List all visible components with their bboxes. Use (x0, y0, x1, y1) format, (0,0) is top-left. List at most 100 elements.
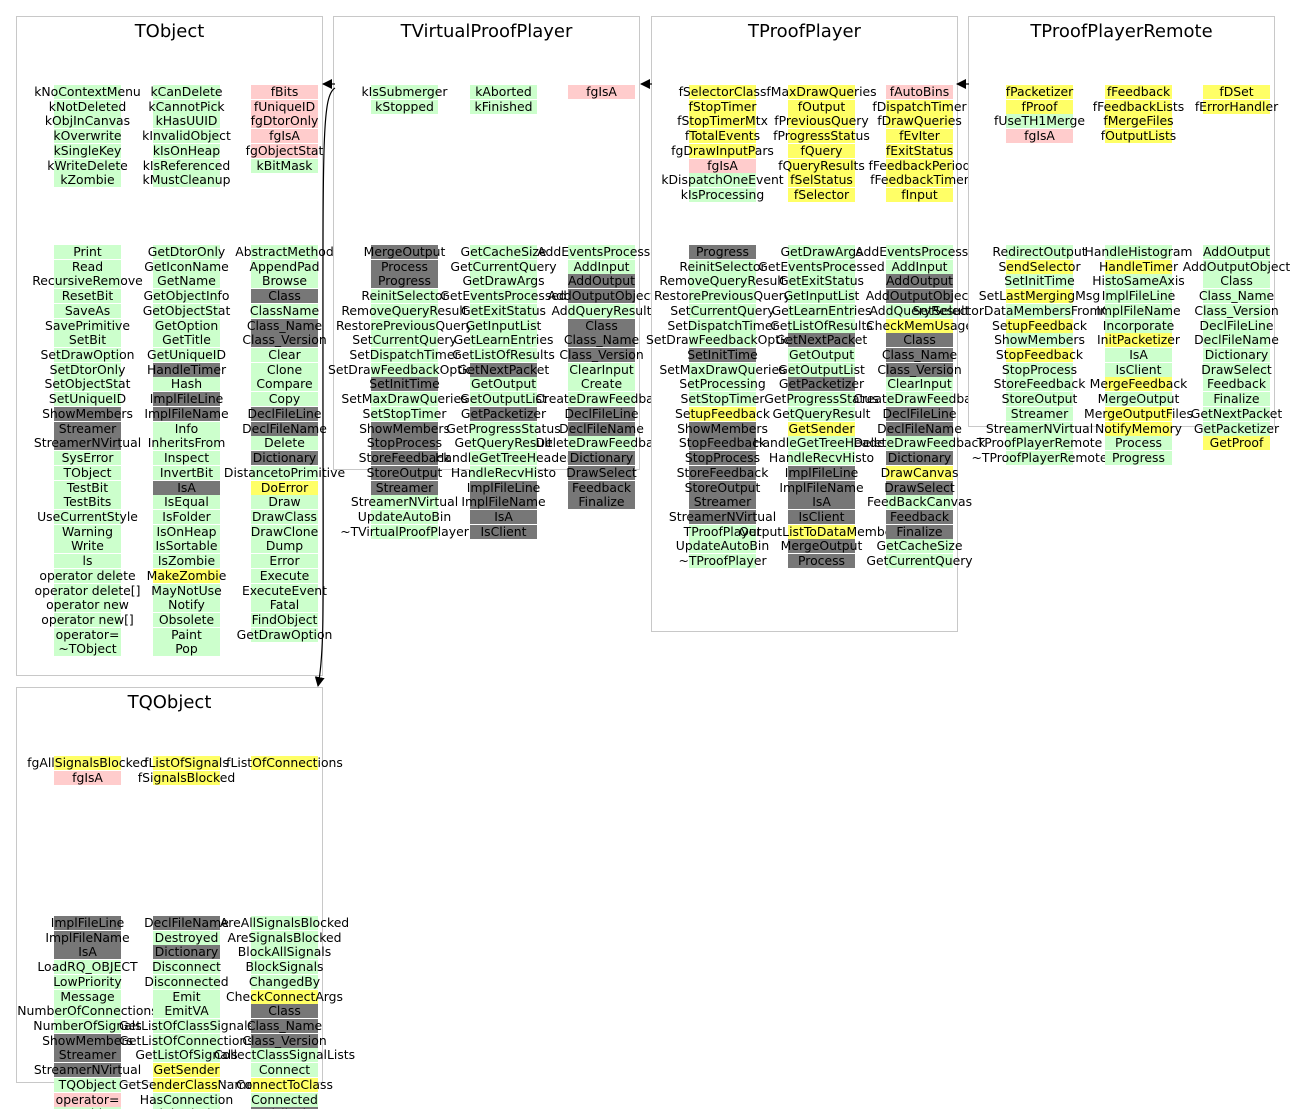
member-getcurrentquery[interactable]: GetCurrentQuery (866, 554, 973, 569)
member-getlearnentries[interactable]: GetLearnEntries (772, 303, 871, 318)
member-notify[interactable]: Notify (153, 598, 220, 613)
member-updateautobin[interactable]: UpdateAutoBin (676, 539, 769, 554)
member-implfileline[interactable]: ImplFileLine (150, 392, 223, 407)
member-getoutputlist[interactable]: GetOutputList (778, 362, 865, 377)
member-tproofplayerremote[interactable]: ~TProofPlayerRemote (972, 451, 1107, 466)
member-setbit[interactable]: SetBit (54, 333, 121, 348)
member-flistofconnections[interactable]: fListOfConnections (226, 756, 343, 770)
member-getdtoronly[interactable]: GetDtorOnly (148, 245, 225, 259)
member-updateautobin[interactable]: UpdateAutoBin (358, 509, 451, 524)
member-handlegettreeheader[interactable]: HandleGetTreeHeader (753, 436, 890, 451)
member-fgisa[interactable]: fgIsA (54, 770, 121, 785)
member-declfileline[interactable]: DeclFileLine (1200, 318, 1273, 333)
member-ffeedbacklists[interactable]: fFeedbackLists (1093, 99, 1184, 114)
member-mergeoutputfiles[interactable]: MergeOutputFiles (1084, 406, 1193, 421)
member-operator[interactable]: operator= (54, 627, 121, 642)
member-isonheap[interactable]: IsOnHeap (153, 524, 220, 539)
member-implfileline[interactable]: ImplFileLine (1102, 289, 1175, 304)
member-getproof[interactable]: GetProof (1203, 436, 1270, 451)
member-deletedrawfeedback[interactable]: DeleteDrawFeedback (535, 436, 668, 451)
member-finalize[interactable]: Finalize (886, 524, 953, 539)
member-streamer[interactable]: Streamer (371, 480, 438, 495)
member-setdtoronly[interactable]: SetDtorOnly (50, 362, 125, 377)
member-setstoptimer[interactable]: SetStopTimer (363, 406, 446, 421)
member-tqobject[interactable]: TQObject (54, 1077, 121, 1092)
member-streamernvirtual[interactable]: StreamerNVirtual (34, 1063, 141, 1078)
member-iszombie[interactable]: IsZombie (153, 554, 220, 569)
member-geteventsprocessed[interactable]: GetEventsProcessed (758, 259, 885, 274)
member-fgallsignalsblocked[interactable]: fgAllSignalsBlocked (27, 756, 148, 770)
member-streamer[interactable]: Streamer (54, 1048, 121, 1063)
member-geticonname[interactable]: GetIconName (144, 259, 229, 274)
member-setdrawfeedbackoption[interactable]: SetDrawFeedbackOption (646, 333, 799, 348)
member-mergeoutput[interactable]: MergeOutput (364, 245, 445, 259)
member-tproofplayer[interactable]: TProofPlayer (684, 524, 761, 539)
member-sendselector[interactable]: SendSelector (998, 259, 1081, 274)
member-blockallsignals[interactable]: BlockAllSignals (238, 945, 331, 960)
member-drawselect[interactable]: DrawSelect (1201, 362, 1272, 377)
member-mergeoutput[interactable]: MergeOutput (781, 539, 862, 554)
member-setselectordatamembersfromoutputlist[interactable]: SetSelectorDataMembersFromOutputList (913, 303, 1166, 318)
member-fselectorclass[interactable]: fSelectorClass (679, 85, 766, 99)
member-implfileline[interactable]: ImplFileLine (785, 465, 858, 480)
member-recursiveremove[interactable]: RecursiveRemove (32, 274, 143, 289)
member-isa[interactable]: IsA (788, 495, 855, 510)
member-reinitselector[interactable]: ReinitSelector (679, 259, 766, 274)
member-drawselect[interactable]: DrawSelect (566, 465, 637, 480)
member-finalize[interactable]: Finalize (1203, 392, 1270, 407)
member-storefeedback[interactable]: StoreFeedback (677, 465, 768, 480)
member-getcurrentquery[interactable]: GetCurrentQuery (450, 259, 557, 274)
member-streamer[interactable]: Streamer (54, 421, 121, 436)
member-getsender[interactable]: GetSender (788, 421, 855, 436)
member-classname[interactable]: ClassName (250, 303, 319, 318)
member-fdispatchtimer[interactable]: fDispatchTimer (872, 99, 967, 114)
member-implfilename[interactable]: ImplFileName (144, 406, 229, 421)
member-write[interactable]: Write (54, 539, 121, 554)
member-storeoutput[interactable]: StoreOutput (1002, 392, 1077, 407)
member-process[interactable]: Process (788, 554, 855, 569)
member-inheritsfrom[interactable]: InheritsFrom (148, 436, 225, 451)
member-finput[interactable]: fInput (886, 188, 953, 203)
member-setdispatchtimer[interactable]: SetDispatchTimer (667, 318, 778, 333)
member-streamernvirtual[interactable]: StreamerNVirtual (669, 509, 776, 524)
member-handlehistogram[interactable]: HandleHistogram (1085, 245, 1192, 259)
member-addeventsprocessed[interactable]: AddEventsProcessed (537, 245, 666, 259)
member-addoutputobject[interactable]: AddOutputObject (1183, 259, 1290, 274)
member-issortable[interactable]: IsSortable (153, 539, 220, 554)
member-class[interactable]: Class (251, 1004, 318, 1019)
member-class[interactable]: Class (251, 289, 318, 304)
member-browse[interactable]: Browse (251, 274, 318, 289)
member-fpreviousquery[interactable]: fPreviousQuery (774, 114, 869, 129)
member-dictionary[interactable]: Dictionary (886, 451, 953, 466)
member-addoutput[interactable]: AddOutput (568, 274, 635, 289)
member-fuseth1merge[interactable]: fUseTH1Merge (994, 114, 1085, 129)
member-setupfeedback[interactable]: SetupFeedback (675, 406, 770, 421)
member-getprogressstatus[interactable]: GetProgressStatus (764, 392, 879, 407)
member-knotdeleted[interactable]: kNotDeleted (49, 99, 126, 114)
member-fstoptimermtx[interactable]: fStopTimerMtx (677, 114, 768, 129)
member-showmembers[interactable]: ShowMembers (359, 421, 450, 436)
member-storeoutput[interactable]: StoreOutput (685, 480, 760, 495)
member-fprogressstatus[interactable]: fProgressStatus (773, 129, 870, 144)
member-geteventsprocessed[interactable]: GetEventsProcessed (440, 289, 567, 304)
member-getuniqueid[interactable]: GetUniqueID (147, 348, 226, 363)
member-tvirtualproofplayer[interactable]: ~TVirtualProofPlayer (340, 524, 469, 539)
member-ffeedbackperiod[interactable]: fFeedbackPeriod (868, 158, 971, 173)
member-restorepreviousquery[interactable]: RestorePreviousQuery (336, 318, 473, 333)
member-getsender[interactable]: GetSender (153, 1063, 220, 1078)
member-khasuuid[interactable]: kHasUUID (153, 114, 220, 129)
member-setdrawoption[interactable]: SetDrawOption (40, 348, 135, 363)
member-ferrorhandler[interactable]: fErrorHandler (1195, 99, 1278, 114)
member-fgdrawinputpars[interactable]: fgDrawInputPars (671, 143, 774, 158)
member-class-version[interactable]: Class_Version (242, 333, 327, 348)
member-getsenderclassname[interactable]: GetSenderClassName (119, 1077, 254, 1092)
member-handlerecvhisto[interactable]: HandleRecvHisto (451, 465, 556, 480)
member-class-version[interactable]: Class_Version (877, 362, 962, 377)
member-tproofplayer[interactable]: ~TProofPlayer (678, 554, 767, 569)
member-kcandelete[interactable]: kCanDelete (151, 85, 222, 99)
member-koverwrite[interactable]: kOverwrite (53, 129, 122, 144)
member-removequeryresult[interactable]: RemoveQueryResult (341, 303, 468, 318)
member-handletimer[interactable]: HandleTimer (147, 362, 226, 377)
member-feedback[interactable]: Feedback (568, 480, 635, 495)
member-getoption[interactable]: GetOption (153, 318, 220, 333)
